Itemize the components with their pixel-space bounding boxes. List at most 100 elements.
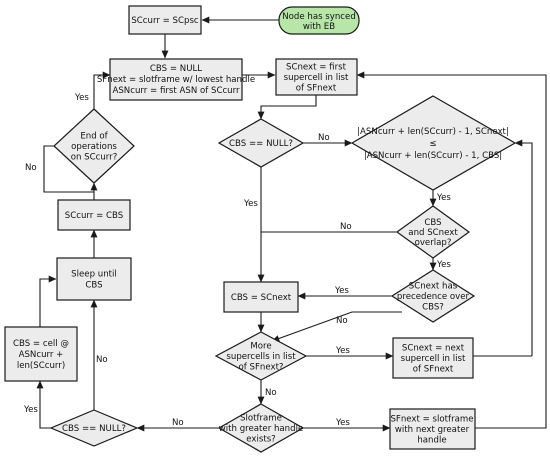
node-nextsc-shape bbox=[392, 337, 474, 379]
edge-endops-no bbox=[43, 145, 94, 193]
edge-nextsc-to-ineq bbox=[514, 139, 533, 356]
node-label-line: Node has synced bbox=[282, 12, 356, 22]
node-label-line: SCnext has bbox=[409, 282, 458, 292]
node-assign-shape bbox=[57, 199, 131, 231]
label-prec-no: No bbox=[336, 316, 348, 326]
label-cbsnull2-no: No bbox=[96, 355, 108, 365]
node-ineq-shape bbox=[350, 95, 517, 191]
node-label-cbsnull1: CBS == NULL? bbox=[229, 139, 293, 149]
node-label-line: SCnext = next bbox=[402, 344, 465, 354]
edge-labels: No Yes Yes No Yes Yes No Yes No Yes No Y… bbox=[23, 93, 451, 428]
node-overlap-shape bbox=[395, 205, 471, 259]
node-label-line: with greater handle bbox=[219, 424, 304, 434]
node-sfnext-shape bbox=[389, 408, 476, 450]
node-label-cellat: CBS = cell @ASNcurr +len(SCcurr) bbox=[13, 339, 69, 371]
node-label-scpsc: SCcurr = SCpsc bbox=[131, 16, 199, 26]
node-label-line: |ASNcurr + len(SCcurr) - 1, CBS| bbox=[364, 151, 502, 161]
node-label-line: SCcurr = SCpsc bbox=[131, 16, 199, 26]
node-label-line: with EB bbox=[303, 22, 335, 32]
node-label-line: of SFnext bbox=[413, 365, 454, 375]
node-label-line: ASNcurr + bbox=[19, 350, 64, 360]
node-more-shape bbox=[214, 331, 308, 381]
node-cellat-shape bbox=[4, 326, 78, 382]
edge-cbsnull2-yes bbox=[36, 380, 51, 429]
node-label-assign: SCcurr = CBS bbox=[65, 211, 123, 221]
node-label-line: SFnext = slotframe bbox=[390, 415, 473, 425]
node-label-line: with next greater bbox=[395, 425, 470, 435]
node-start-shape bbox=[278, 6, 360, 35]
nodes bbox=[4, 5, 517, 453]
node-label-line: supercells in list bbox=[226, 352, 296, 362]
node-label-line: Sleep until bbox=[71, 270, 117, 280]
edge-endops-yes bbox=[93, 71, 111, 109]
node-cbsnull2-shape bbox=[49, 409, 139, 447]
node-label-cbsset: CBS = SCnext bbox=[231, 293, 292, 303]
node-label-line: handle bbox=[417, 436, 446, 446]
node-label-line: supercell in list bbox=[284, 73, 349, 83]
node-label-line: CBS? bbox=[422, 303, 444, 313]
node-label-line: CBS == NULL? bbox=[229, 139, 293, 149]
node-init-shape bbox=[109, 58, 243, 101]
node-label-line: supercell in list bbox=[401, 354, 466, 364]
node-label-line: More bbox=[250, 342, 271, 352]
label-cbsnull1-yes: Yes bbox=[243, 199, 258, 209]
node-label-line: overlap? bbox=[415, 238, 452, 248]
edge-cellat-to-sleep bbox=[39, 275, 57, 327]
node-cbsset-shape bbox=[223, 281, 299, 313]
node-label-line: SFnext = slotframe w/ lowest handle bbox=[97, 75, 255, 85]
label-slotexists-no: No bbox=[172, 418, 184, 428]
node-label-line: |ASNcurr + len(SCcurr) - 1, SCnext| bbox=[357, 127, 509, 137]
edges bbox=[36, 16, 547, 432]
node-label-line: on SCcurr? bbox=[71, 153, 118, 163]
node-label-line: CBS == NULL? bbox=[62, 424, 126, 434]
label-endops-no: No bbox=[25, 163, 37, 173]
node-label-line: End of bbox=[80, 132, 108, 142]
node-label-line: SCcurr = CBS bbox=[65, 211, 123, 221]
node-slotexists-shape bbox=[217, 403, 305, 453]
label-more-no: No bbox=[265, 388, 277, 398]
node-first-shape bbox=[275, 58, 358, 96]
label-more-yes: Yes bbox=[335, 346, 350, 356]
node-label-line: precedence over bbox=[397, 292, 470, 302]
node-label-line: ASNcurr = first ASN of SCcurr bbox=[112, 86, 240, 96]
node-label-line: of SFnext bbox=[296, 84, 337, 94]
node-label-ineq: |ASNcurr + len(SCcurr) - 1, SCnext| ≤ |ASN… bbox=[357, 127, 509, 161]
node-label-line: exists? bbox=[246, 435, 276, 445]
edge-prec-no bbox=[271, 311, 402, 342]
node-label-line: and SCnext bbox=[408, 228, 458, 238]
node-endops-shape bbox=[53, 108, 135, 184]
label-slotexists-yes: Yes bbox=[335, 418, 350, 428]
node-label-line: operations bbox=[71, 142, 117, 152]
node-label-line: CBS = cell @ bbox=[13, 339, 69, 349]
node-label-line: len(SCcurr) bbox=[17, 361, 65, 371]
node-cbsnull1-shape bbox=[217, 118, 305, 168]
node-sleep-shape bbox=[56, 257, 132, 301]
node-prec-shape bbox=[390, 269, 476, 323]
edge-sfnext-loop bbox=[356, 71, 547, 429]
label-ineq-yes: Yes bbox=[436, 193, 451, 203]
node-label-line: CBS bbox=[424, 218, 441, 228]
node-label-line: ≤ bbox=[429, 139, 436, 149]
label-endops-yes: Yes bbox=[74, 93, 89, 103]
label-cbsnull2-yes: Yes bbox=[23, 405, 38, 415]
node-label-line: Slotframe bbox=[240, 414, 282, 424]
node-label-line: CBS = SCnext bbox=[231, 293, 292, 303]
label-overlap-no: No bbox=[340, 222, 352, 232]
edge-first-to-cbsnull1 bbox=[257, 95, 317, 120]
label-cbsnull1-no: No bbox=[318, 133, 330, 143]
node-label-line: SCnext = first bbox=[286, 63, 347, 73]
node-label-cbsnull2: CBS == NULL? bbox=[62, 424, 126, 434]
